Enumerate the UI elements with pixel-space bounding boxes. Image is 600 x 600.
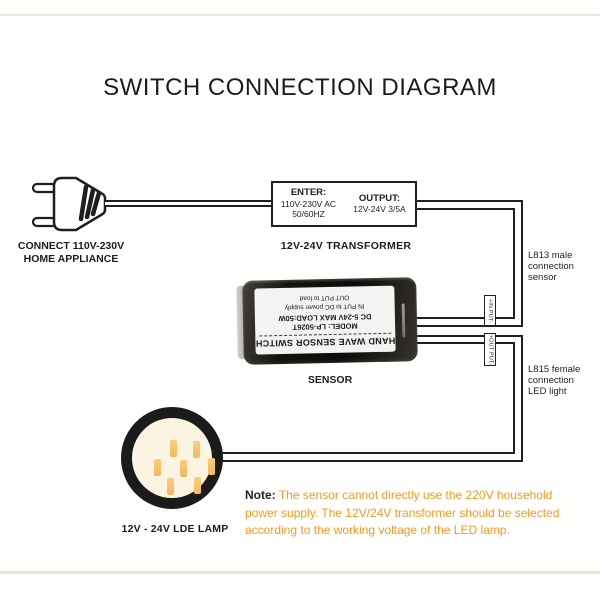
top-rule bbox=[0, 14, 600, 16]
wire-input-outer-return bbox=[417, 325, 523, 327]
wire-output-outer-top bbox=[417, 335, 523, 337]
wire-output-outer-right bbox=[521, 335, 523, 462]
wire-output-outer-bottom bbox=[222, 460, 523, 462]
led-chip bbox=[194, 477, 201, 494]
note-line2-text: power supply. The 12V/24V transformer sh… bbox=[245, 505, 560, 520]
note-line1: Note: The sensor cannot directly use the… bbox=[245, 487, 575, 505]
transformer-box: ENTER: 110V-230V AC 50/60HZ OUTPUT: 12V-… bbox=[271, 181, 417, 227]
plug-caption-line1: CONNECT 110V-230V bbox=[17, 240, 125, 252]
wire-output-inner-bottom bbox=[222, 452, 515, 454]
output-connector-tag: +OUT PUT- bbox=[484, 333, 496, 366]
led-chip bbox=[167, 478, 174, 495]
transformer-output-section: OUTPUT: 12V-24V 3/5A bbox=[344, 183, 415, 225]
led-chip bbox=[170, 440, 177, 457]
wire-input-outer-top bbox=[417, 200, 523, 202]
power-cable bbox=[105, 200, 272, 207]
led-lamp-graphic bbox=[121, 407, 223, 509]
transformer-enter-title: ENTER: bbox=[290, 187, 327, 199]
plug-caption: CONNECT 110V-230V HOME APPLIANCE bbox=[8, 240, 134, 265]
wire-input-outer-right bbox=[521, 200, 523, 327]
sensor-caption: SENSOR bbox=[307, 374, 353, 386]
note-prefix: Note: bbox=[245, 488, 276, 502]
l813-line3: sensor bbox=[528, 272, 557, 283]
sensor-label-input-line: IN PUT to DC power supply bbox=[284, 302, 365, 311]
sensor-label-upside-down-text: HAND WAVE SENSOR SWITCH MODEL: LP-5026T … bbox=[254, 292, 395, 349]
transformer-caption: 12V-24V TRANSFORMER bbox=[280, 240, 412, 252]
l813-line1: L813 male bbox=[528, 250, 573, 261]
wire-input-inner-top bbox=[417, 208, 515, 210]
hand-wave-sensor-device: HAND WAVE SENSOR SWITCH MODEL: LP-5026T … bbox=[236, 277, 418, 365]
wire-input-inner-right bbox=[513, 208, 515, 319]
plug-ribs bbox=[78, 184, 102, 222]
l813-label: L813 male connection sensor bbox=[528, 250, 574, 283]
power-plug-graphic bbox=[31, 176, 107, 232]
transformer-output-title: OUTPUT: bbox=[358, 192, 401, 204]
wire-input-inner-return bbox=[417, 317, 515, 319]
note-line3-text: according to the working voltage of the … bbox=[245, 523, 510, 537]
page-title: SWITCH CONNECTION DIAGRAM bbox=[103, 74, 497, 101]
lamp-caption: 12V - 24V LDE LAMP bbox=[121, 523, 229, 535]
transformer-enter-section: ENTER: 110V-230V AC 50/60HZ bbox=[273, 183, 344, 225]
transformer-enter-frequency: 50/60HZ bbox=[292, 209, 325, 220]
input-connector-text: +IN PUT- bbox=[487, 298, 493, 323]
note-block: Note: The sensor cannot directly use the… bbox=[245, 487, 575, 540]
wire-output-inner-right bbox=[513, 342, 515, 454]
led-chip bbox=[154, 459, 161, 476]
led-chip bbox=[193, 441, 200, 458]
l813-line2: connection bbox=[528, 261, 574, 272]
led-chip bbox=[180, 460, 187, 477]
wire-output-inner-top bbox=[417, 342, 515, 344]
plug-caption-line2: HOME APPLIANCE bbox=[23, 252, 119, 265]
output-connector-text: +OUT PUT- bbox=[487, 334, 493, 365]
transformer-enter-voltage: 110V-230V AC bbox=[280, 198, 337, 209]
l815-line1: L815 female bbox=[528, 364, 581, 375]
input-connector-tag: +IN PUT- bbox=[484, 295, 496, 326]
transformer-output-rating: 12V-24V 3/5A bbox=[353, 204, 406, 214]
sensor-device-label: HAND WAVE SENSOR SWITCH MODEL: LP-5026T … bbox=[254, 285, 396, 355]
bottom-rule bbox=[0, 571, 600, 574]
l815-label: L815 female connection LED light bbox=[528, 364, 580, 397]
l815-line2: connection bbox=[528, 375, 574, 386]
l815-line3: LED light bbox=[528, 386, 567, 397]
sensor-label-title: HAND WAVE SENSOR SWITCH bbox=[255, 335, 396, 349]
note-line1-text: The sensor cannot directly use the 220V … bbox=[278, 488, 553, 502]
led-chip bbox=[208, 458, 215, 475]
